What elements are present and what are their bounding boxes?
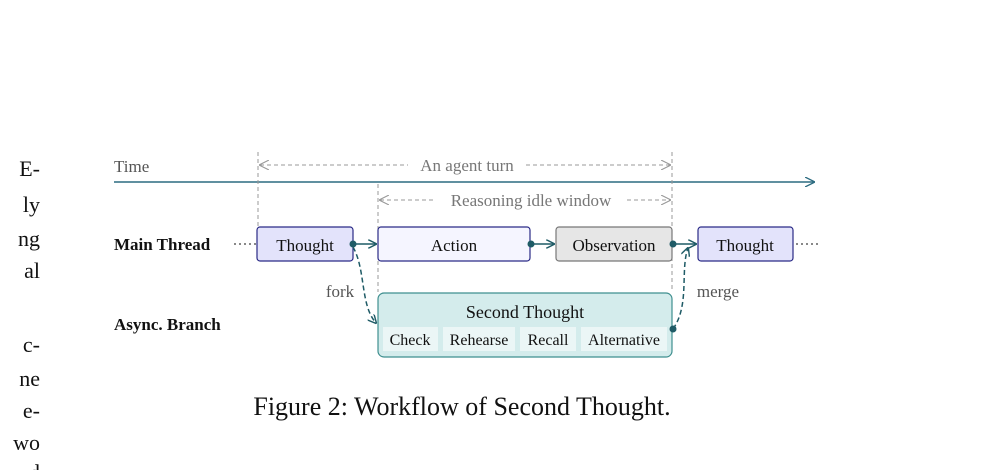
sub-step-recall: Recall [528,332,569,349]
agent-turn-label: An agent turn [420,156,514,175]
text-fragment: E- [19,158,40,181]
second-thought-title: Second Thought [466,302,584,322]
text-fragment: wo [13,430,40,455]
sub-step-chip [520,327,576,351]
merge-point [669,325,677,333]
sub-step-rehearse: Rehearse [450,332,509,349]
text-fragment: ng [18,226,40,251]
text-fragment: d [29,462,40,470]
sub-step-chip [443,327,515,351]
sub-step-chip [581,327,667,351]
thought-node-2-label: Thought [716,236,774,255]
sub-step-check: Check [390,332,431,349]
left-column-text-fragment: E- ly ng al c- ne e- wo d [0,158,40,470]
fork-label: fork [326,282,355,301]
figure-caption: Figure 2: Workflow of Second Thought. [253,392,670,421]
sub-step-alternative: Alternative [588,332,660,349]
time-label: Time [114,157,149,176]
sub-step-chip [383,327,438,351]
text-fragment: ne [19,366,40,391]
text-fragment: ly [22,192,40,217]
main-thread-label: Main Thread [114,235,211,254]
fork-arrow [352,246,376,323]
text-fragment: c- [22,332,40,357]
text-fragment: e- [22,398,40,423]
async-branch-label: Async. Branch [114,315,221,334]
observation-node-label: Observation [572,236,656,255]
action-output-point [527,240,535,248]
thought-node-2 [697,226,794,262]
action-node-label: Action [431,236,478,255]
fork-point [349,240,357,248]
merge-arrow [672,248,688,330]
thought-node-1-label: Thought [276,236,334,255]
idle-window-label: Reasoning idle window [451,191,612,210]
text-fragment: al [24,258,40,283]
merge-label: merge [697,282,739,301]
observation-output-point [669,240,677,248]
